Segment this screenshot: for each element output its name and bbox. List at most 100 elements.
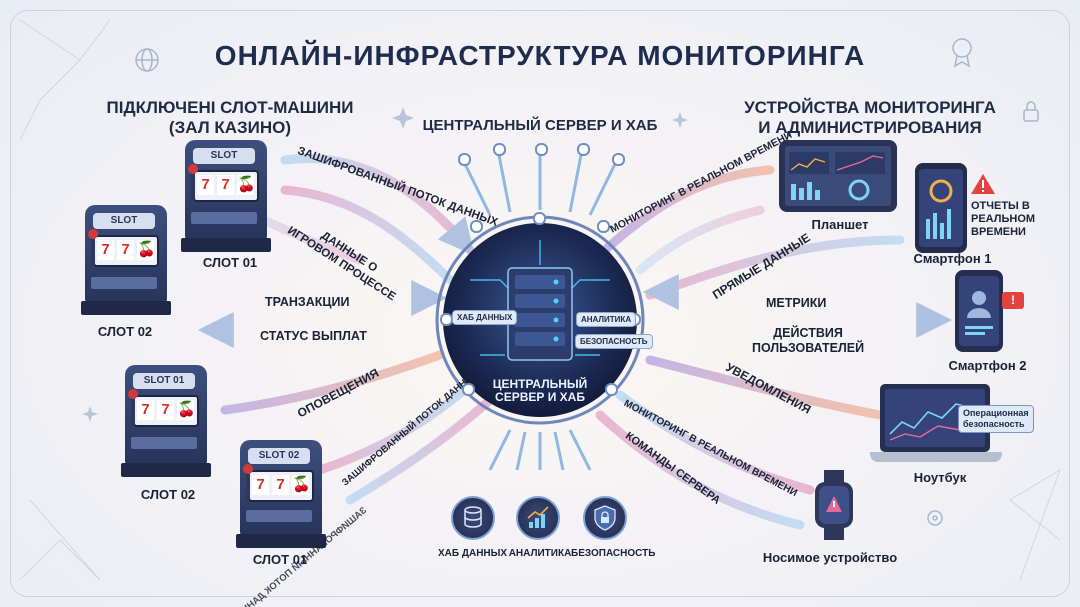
lock-icon xyxy=(1023,101,1039,122)
server-tag-data-hub: ХАБ ДАННЫХ xyxy=(452,310,518,325)
flow-encrypted-bottom xyxy=(315,380,475,475)
connector-dot xyxy=(493,143,506,156)
flow-alerts xyxy=(220,350,445,415)
globe-icon xyxy=(135,48,159,72)
slot-base xyxy=(181,238,271,252)
slot-screen: 7 7 🍒 xyxy=(193,170,259,202)
sparkle-decor xyxy=(82,107,688,422)
connector-dot xyxy=(462,383,475,396)
reports-line1: ОТЧЕТЫ В xyxy=(971,200,1030,212)
slot-cap: SLOT xyxy=(93,213,155,229)
phone2-screen xyxy=(959,276,999,346)
hub-label-security: БЕЗОПАСНОСТЬ xyxy=(571,548,656,559)
reel: 7 xyxy=(272,475,289,495)
flow-notifications xyxy=(645,355,885,420)
flow-right-upper xyxy=(635,205,765,275)
server-caption-line2: СЕРВЕР И ХАБ xyxy=(495,390,585,404)
server-heading: ЦЕНТРАЛЬНЫЙ СЕРВЕР И ХАБ xyxy=(422,117,658,134)
reel: 7 xyxy=(252,475,269,495)
tablet-screen-chart xyxy=(785,146,891,206)
alert-icon: ! xyxy=(1002,292,1024,309)
realtime-reports-note: ОТЧЕТЫ В РЕАЛЬНОМ ВРЕМЕНИ xyxy=(971,200,1035,239)
flow-label-actions: ДЕЙСТВИЯ ПОЛЬЗОВАТЕЛЕЙ xyxy=(752,326,864,356)
flow-encrypted-top xyxy=(280,154,475,256)
badge-line1: Операционная xyxy=(963,408,1029,418)
smartphone-1-device xyxy=(915,163,967,253)
slot-base xyxy=(81,301,171,315)
slot-panel xyxy=(191,212,257,224)
page-title: ОНЛАЙН-ИНФРАСТРУКТУРА МОНИТОРИНГА xyxy=(214,40,866,71)
flow-realtime-bottom xyxy=(615,390,815,495)
slot-heading-line2: (ЗАЛ КАЗИНО) xyxy=(168,118,292,137)
flow-label-metrics: МЕТРИКИ xyxy=(766,296,827,310)
tablet-label: Планшет xyxy=(811,217,869,232)
flow-realtime-top xyxy=(600,165,775,255)
slot-lever xyxy=(91,235,95,265)
network-decor-left xyxy=(19,19,111,581)
hub-label-analytics: АНАЛИТИКА xyxy=(508,548,572,559)
slot-label: СЛОТ 01 xyxy=(202,255,258,270)
operational-security-badge: Операционная безопасность xyxy=(958,405,1034,433)
outer-frame xyxy=(10,10,1070,597)
connector-dot xyxy=(605,383,618,396)
smartphone-2-label: Смартфон 2 xyxy=(948,358,1027,373)
connector-dot xyxy=(597,220,610,233)
slot-base xyxy=(236,534,326,548)
connector-dot xyxy=(577,143,590,156)
actions-line1: ДЕЙСТВИЯ xyxy=(773,326,843,340)
flow-encrypted-bottom-2 xyxy=(345,395,495,505)
connector-dot xyxy=(470,220,483,233)
slot-lever-knob xyxy=(243,464,253,474)
server-caption-line1: ЦЕНТРАЛЬНЫЙ xyxy=(492,377,588,391)
reel: 7 xyxy=(197,175,214,195)
slot-cap: SLOT 02 xyxy=(248,448,310,464)
shield-lock-icon xyxy=(583,496,627,540)
flow-game-data xyxy=(280,185,455,285)
devices-heading: УСТРОЙСТВА МОНИТОРИНГА И АДМИНИСТРИРОВАН… xyxy=(735,98,1005,138)
server-tag-security: БЕЗОПАСНОСТЬ xyxy=(575,334,653,349)
slot-cap: SLOT xyxy=(193,148,255,164)
connector-dot xyxy=(458,153,471,166)
devices-heading-line1: УСТРОЙСТВА МОНИТОРИНГА xyxy=(744,98,996,117)
chart-icon xyxy=(516,496,560,540)
laptop-base xyxy=(870,452,1002,462)
slot-heading-line1: ПІДКЛЮЧЕНІ СЛОТ-МАШИНИ xyxy=(106,98,354,117)
reel: 🍒 xyxy=(237,175,256,195)
reel: 🍒 xyxy=(292,475,311,495)
reel: 7 xyxy=(117,240,134,260)
slot-label: СЛОТ 02 xyxy=(140,487,196,502)
reel: 7 xyxy=(137,400,154,420)
flow-label-transactions: ТРАНЗАКЦИИ xyxy=(265,295,350,309)
badge-line2: безопасность xyxy=(963,419,1025,429)
reel: 7 xyxy=(157,400,174,420)
devices-heading-line2: И АДМИНИСТРИРОВАНИЯ xyxy=(758,118,982,137)
slot-lever xyxy=(246,470,250,500)
connector-dot xyxy=(533,212,546,225)
slot-panel xyxy=(91,277,157,289)
slot-cap: SLOT 01 xyxy=(133,373,195,389)
reel: 🍒 xyxy=(137,240,156,260)
slot-lever xyxy=(191,170,195,200)
server-tag-analytics: АНАЛИТИКА xyxy=(576,312,637,327)
slot-screen: 7 7 🍒 xyxy=(93,235,159,267)
smartphone-1-label: Смартфон 1 xyxy=(913,251,992,266)
slot-lever-knob xyxy=(128,389,138,399)
gear-icon xyxy=(927,510,943,526)
reel: 🍒 xyxy=(177,400,196,420)
slot-label: СЛОТ 02 xyxy=(97,324,153,339)
wearable-device xyxy=(812,470,856,540)
server-caption: ЦЕНТРАЛЬНЫЙ СЕРВЕР И ХАБ xyxy=(490,378,590,404)
reports-line3: ВРЕМЕНИ xyxy=(971,226,1026,238)
slot-base xyxy=(121,463,211,477)
actions-line2: ПОЛЬЗОВАТЕЛЕЙ xyxy=(752,341,865,355)
reports-line2: РЕАЛЬНОМ xyxy=(971,213,1036,225)
flow-label-payout: СТАТУС ВЫПЛАТ xyxy=(260,329,367,343)
network-decor-right xyxy=(1009,468,1061,581)
slot-lever-knob xyxy=(188,164,198,174)
reel: 7 xyxy=(97,240,114,260)
hub-label-data: ХАБ ДАННЫХ xyxy=(438,548,508,559)
wearable-label: Носимое устройство xyxy=(762,550,898,565)
badge-icon xyxy=(952,38,972,68)
slot-lever xyxy=(131,395,135,425)
